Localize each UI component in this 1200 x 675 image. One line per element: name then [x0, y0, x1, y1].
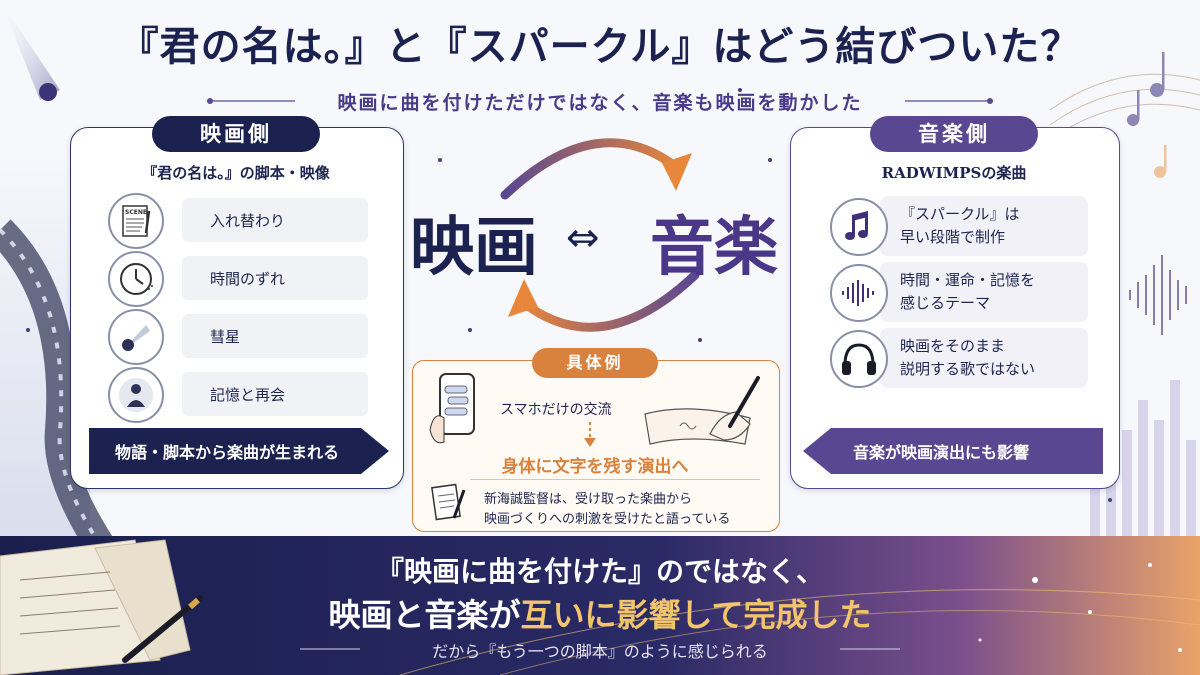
- writing-hand-icon: [644, 376, 760, 445]
- example-note-line2: 映画づくりへの刺激を受けたと語っている: [484, 512, 731, 527]
- music-item-label: 『スパークル』は 早い段階で制作: [900, 205, 1020, 246]
- film-item-swap: 入れ替わり: [182, 198, 368, 242]
- music-note-icon: [830, 198, 888, 256]
- page-title: 『君の名は。』と『スパークル』はどう結びついた？: [118, 23, 1082, 70]
- music-item-not-explaining: 映画をそのまま 説明する歌ではない: [880, 328, 1088, 388]
- film-side-tag: 映画側: [152, 116, 320, 152]
- example-note-line1: 新海誠監督は、受け取った楽曲から: [484, 492, 693, 507]
- example-tag: 具体例: [532, 348, 658, 378]
- example-highlight: 身体に文字を残す演出へ: [501, 457, 689, 477]
- music-side-banner-text: 音楽が映画演出にも影響: [853, 443, 1030, 462]
- smartphone-icon: [429, 373, 475, 444]
- conclusion-line2-b: 互いに影響して完成した: [520, 596, 872, 634]
- music-side-tag: 音楽側: [870, 116, 1038, 152]
- subtitle-rule: [207, 98, 993, 104]
- conclusion-line2: 映画と音楽が互いに影響して完成した: [0, 590, 1200, 636]
- conclusion-rule: [0, 637, 1200, 661]
- film-item-time-gap: 時間のずれ: [182, 256, 368, 300]
- film-item-label: 彗星: [210, 327, 241, 346]
- sound-wave-icon: [830, 264, 888, 322]
- music-word: 音楽: [650, 210, 778, 285]
- notepad-pen-icon: [431, 483, 466, 521]
- example-phone-text: スマホだけの交流: [500, 402, 612, 418]
- cycle-arrows: [500, 138, 700, 332]
- down-arrow-icon: [584, 422, 596, 447]
- subtitle-row: [200, 86, 1000, 116]
- music-side-subtitle: RADWIMPSの楽曲: [881, 164, 1027, 182]
- scene-label: SCENE: [125, 209, 147, 216]
- music-item-label: 映画をそのまま 説明する歌ではない: [900, 337, 1036, 378]
- music-side-banner: 音楽が映画演出にも影響: [803, 428, 1103, 474]
- scene-notebook-icon: SCENE: [108, 193, 164, 249]
- banner-arrow-shape: [803, 428, 1103, 474]
- music-item-theme: 時間・運命・記憶を 感じるテーマ: [880, 262, 1088, 322]
- music-item-label: 時間・運命・記憶を 感じるテーマ: [900, 271, 1036, 312]
- film-side-subtitle: 『君の名は。』の脚本・映像: [142, 164, 330, 182]
- conclusion-line3: だから『もう一つの脚本』のように感じられる: [432, 642, 768, 661]
- person-silhouette-icon: [108, 367, 164, 423]
- bidirectional-arrow: ⇔: [566, 215, 600, 261]
- film-side-banner: 物語・脚本から楽曲が生まれる: [89, 428, 389, 474]
- example-divider: [470, 479, 760, 480]
- film-word: 映画: [410, 210, 538, 285]
- film-item-label: 入れ替わり: [210, 211, 286, 230]
- banner-arrow-shape: [89, 428, 389, 474]
- film-item-memory-reunion: 記憶と再会: [182, 372, 368, 416]
- film-item-label: 記憶と再会: [210, 385, 286, 404]
- clock-icon: [108, 251, 164, 307]
- conclusion-line1: 『映画に曲を付けた』のではなく、: [375, 555, 824, 588]
- headphones-icon: [830, 330, 888, 388]
- music-item-sparkle: 『スパークル』は 早い段階で制作: [880, 196, 1088, 256]
- film-side-banner-text: 物語・脚本から楽曲が生まれる: [115, 443, 340, 462]
- comet-icon: [108, 309, 164, 365]
- page-subtitle: 映画に曲を付けただけではなく、音楽も映画を動かした: [337, 92, 863, 114]
- conclusion-line2-a: 映画と音楽が: [328, 596, 521, 634]
- film-item-comet: 彗星: [182, 314, 368, 358]
- film-item-label: 時間のずれ: [210, 269, 286, 288]
